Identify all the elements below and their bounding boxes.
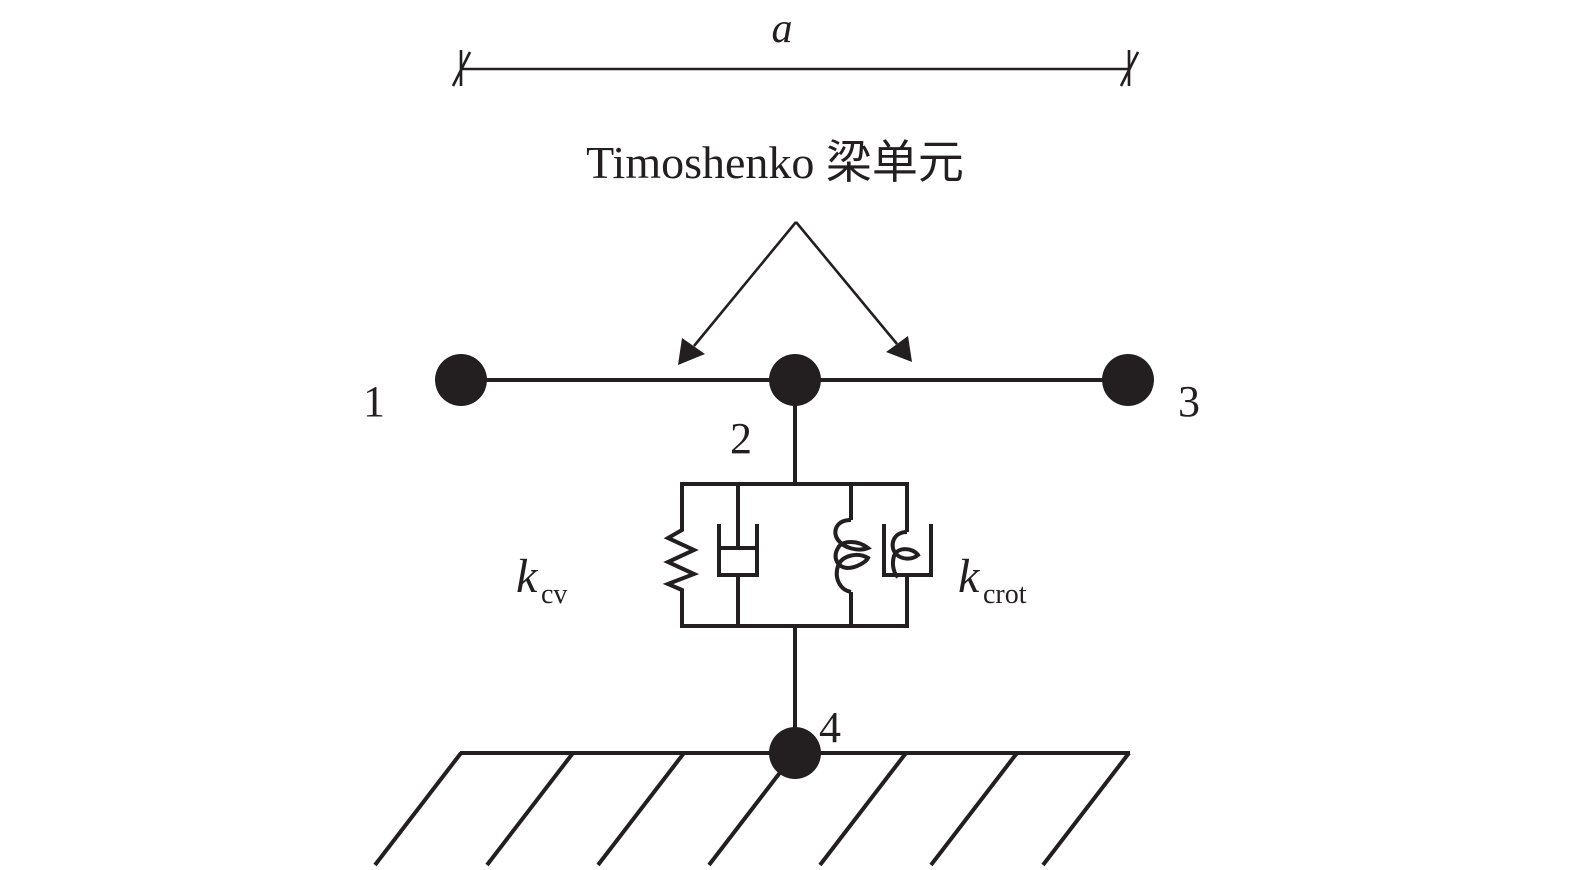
dimension-slash-left [451,51,472,87]
rot-damper-coil [890,530,921,579]
ground-support [373,751,1131,867]
vertical-damper [717,482,759,628]
kcv-label: k cv [516,550,567,610]
kcv-subscript: cv [541,579,567,610]
rot-spring-coil [833,518,872,594]
hatch-line [596,751,686,867]
hatch-line [373,751,463,867]
hatch-line [485,751,575,867]
kcv-symbol: k [516,550,539,603]
node-3 [1102,354,1154,406]
node-1 [435,354,487,406]
kcrot-label: k crot [958,550,1027,610]
rotational-spring [833,482,872,628]
pointer-arrows [678,221,912,365]
node-2-label: 2 [730,414,752,463]
node-4-label: 4 [819,703,841,752]
node-2 [769,354,821,406]
hatch-line [1041,751,1131,867]
dimension-label: a [772,6,793,52]
hatch-line [818,751,908,867]
vertical-spring [662,482,700,628]
arrow-right-head [886,336,912,362]
dimension-slash-right [1119,51,1140,87]
connector-frame [680,482,909,628]
dimension-line [451,50,1140,87]
hatch-line [929,751,1019,867]
node-1-label: 1 [363,377,385,426]
arrow-left-head [678,338,705,365]
node-3-label: 3 [1178,377,1200,426]
element-label: Timoshenko 梁单元 [586,137,964,188]
kcrot-symbol: k [958,550,981,603]
arrow-left-shaft [692,221,798,347]
vertical-spring-zigzag [662,482,700,628]
arrow-right-shaft [794,221,899,345]
node-4 [769,727,821,779]
kcrot-subscript: crot [983,579,1027,610]
rotational-damper [882,482,933,628]
